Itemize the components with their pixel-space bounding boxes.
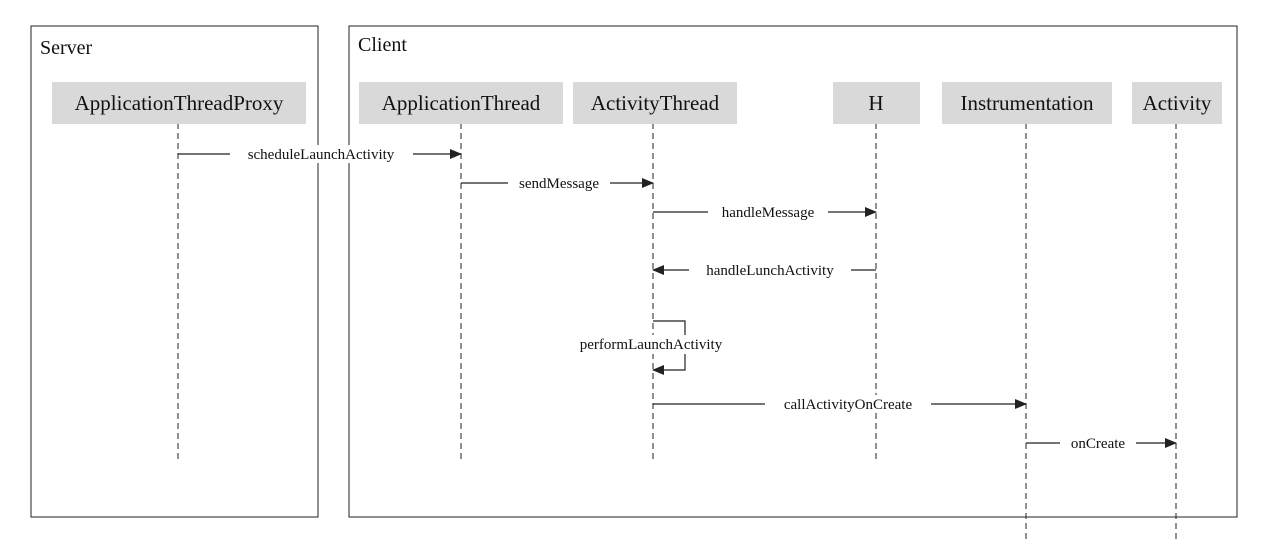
participant-appthread-label: ApplicationThread <box>382 91 541 115</box>
message-perform-launch-activity: performLaunchActivity <box>562 320 740 375</box>
message-handle-lunch-activity: handleLunchActivity <box>652 261 876 279</box>
server-frame: Server <box>30 25 319 518</box>
participant-h: H <box>833 82 920 124</box>
participant-activity: Activity <box>1132 82 1222 124</box>
server-frame-title: Server <box>40 37 93 59</box>
participant-instr: Instrumentation <box>942 82 1112 124</box>
messages: scheduleLaunchActivity sendMessage handl… <box>178 145 1177 452</box>
message-label: handleMessage <box>722 205 815 221</box>
participants: ApplicationThreadProxy ApplicationThread… <box>52 82 1222 124</box>
participant-appthread: ApplicationThread <box>359 82 563 124</box>
participant-activity-label: Activity <box>1143 91 1212 115</box>
message-label: performLaunchActivity <box>580 337 723 353</box>
participant-activitythread: ActivityThread <box>573 82 737 124</box>
message-label: handleLunchActivity <box>706 263 834 279</box>
message-label: callActivityOnCreate <box>784 397 913 413</box>
message-send-message: sendMessage <box>461 174 654 192</box>
message-label: sendMessage <box>519 176 599 192</box>
message-handle-message: handleMessage <box>653 203 877 221</box>
message-call-activity-on-create: callActivityOnCreate <box>653 395 1027 413</box>
client-frame-title: Client <box>358 34 407 56</box>
message-on-create: onCreate <box>1026 434 1177 452</box>
client-frame: Client <box>348 25 1238 518</box>
participant-proxy: ApplicationThreadProxy <box>52 82 306 124</box>
participant-h-label: H <box>868 91 883 115</box>
message-label: scheduleLaunchActivity <box>248 147 395 163</box>
message-schedule-launch-activity: scheduleLaunchActivity <box>178 145 462 163</box>
lifelines <box>177 123 1177 540</box>
participant-proxy-label: ApplicationThreadProxy <box>75 91 284 115</box>
message-label: onCreate <box>1071 436 1125 452</box>
participant-instr-label: Instrumentation <box>961 91 1094 115</box>
participant-activitythread-label: ActivityThread <box>591 91 720 115</box>
